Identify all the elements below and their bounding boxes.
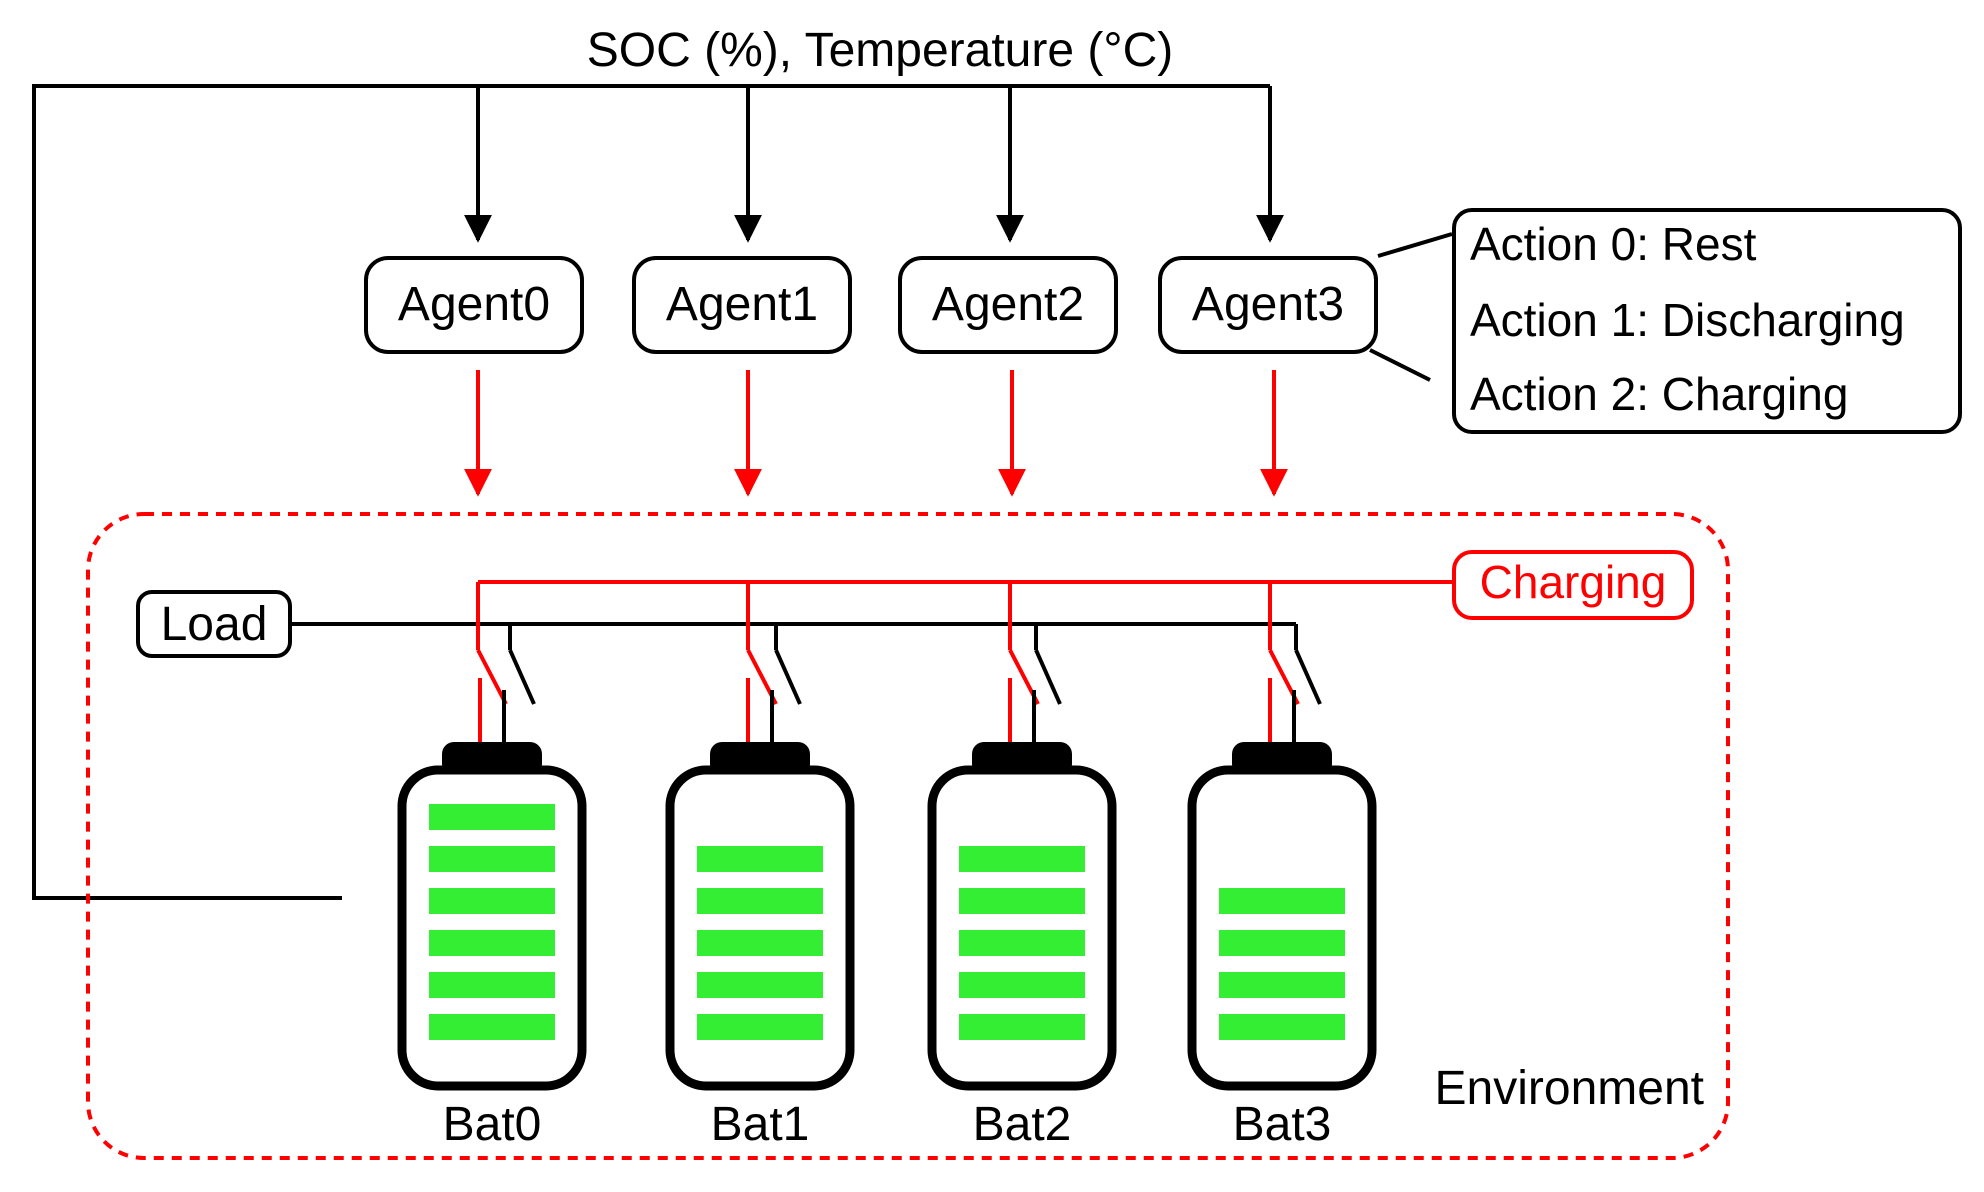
feedback-loop: SOC (%), Temperature (°C)	[32, 18, 1284, 900]
battery-level-bar	[697, 930, 823, 956]
battery-label: Bat3	[1233, 1098, 1332, 1151]
battery-level-bar	[1219, 1014, 1345, 1040]
charging-bus: Charging	[476, 550, 1694, 650]
battery-level-bar	[1219, 930, 1345, 956]
action-item-rest: Action 0: Rest	[1470, 218, 1757, 270]
battery-level-bar	[697, 846, 823, 872]
switch-bat1	[746, 649, 802, 744]
battery-level-bar	[429, 888, 555, 914]
battery-level-bar	[959, 930, 1085, 956]
battery-bat3: Bat3	[1187, 742, 1377, 1151]
battery-level-bar	[429, 846, 555, 872]
battery-body	[1187, 765, 1377, 1091]
agent0-node[interactable]: Agent0	[364, 256, 584, 354]
switch-bat3	[1268, 649, 1322, 744]
agent0-label: Agent0	[398, 278, 550, 331]
action-connector-top	[1377, 232, 1453, 258]
agent1-node[interactable]: Agent1	[632, 256, 852, 354]
battery-level-bar	[959, 846, 1085, 872]
action-space: Action 0: Rest Action 1: Discharging Act…	[1369, 208, 1962, 434]
switches	[476, 649, 1322, 744]
action-connector-bottom	[1369, 348, 1431, 382]
environment-boundary	[86, 512, 1730, 1160]
battery-level-bar	[429, 972, 555, 998]
battery-level-bar	[1219, 972, 1345, 998]
battery-level-bar	[1219, 888, 1345, 914]
battery-level-bar	[697, 1014, 823, 1040]
batteries: Bat0 Bat1 Bat2 Bat3	[397, 742, 1377, 1151]
agent2-node[interactable]: Agent2	[898, 256, 1118, 354]
battery-bat2: Bat2	[927, 742, 1117, 1151]
battery-level-bar	[697, 888, 823, 914]
battery-label: Bat0	[443, 1098, 542, 1151]
agent1-label: Agent1	[666, 278, 818, 331]
action-arrows	[464, 370, 1288, 497]
battery-level-bar	[959, 1014, 1085, 1040]
agent3-node[interactable]: Agent3	[1158, 256, 1378, 354]
load-label: Load	[161, 598, 268, 651]
battery-bat0: Bat0	[397, 742, 587, 1151]
load-bus: Load	[136, 590, 1298, 658]
feedback-line	[32, 84, 1270, 900]
switch-bat0	[476, 649, 536, 744]
battery-label: Bat2	[973, 1098, 1072, 1151]
battery-level-bar	[959, 972, 1085, 998]
environment-label: Environment	[1435, 1062, 1704, 1115]
action-item-discharging: Action 1: Discharging	[1470, 294, 1905, 346]
load-box	[136, 590, 292, 658]
action-item-charging: Action 2: Charging	[1470, 368, 1848, 420]
switch-bat2	[1008, 649, 1062, 744]
battery-label: Bat1	[711, 1098, 810, 1151]
battery-level-bar	[429, 804, 555, 830]
battery-level-bar	[429, 1014, 555, 1040]
charging-label: Charging	[1480, 556, 1667, 608]
battery-bat1: Bat1	[665, 742, 855, 1151]
charging-box	[1452, 550, 1694, 620]
battery-level-bar	[697, 972, 823, 998]
feedback-label: SOC (%), Temperature (°C)	[587, 24, 1173, 77]
action-box	[1452, 208, 1962, 434]
battery-level-bar	[429, 930, 555, 956]
battery-level-bar	[959, 888, 1085, 914]
agent3-label: Agent3	[1192, 278, 1344, 331]
agents: Agent0 Agent1 Agent2 Agent3	[364, 256, 1378, 354]
agent2-label: Agent2	[932, 278, 1084, 331]
